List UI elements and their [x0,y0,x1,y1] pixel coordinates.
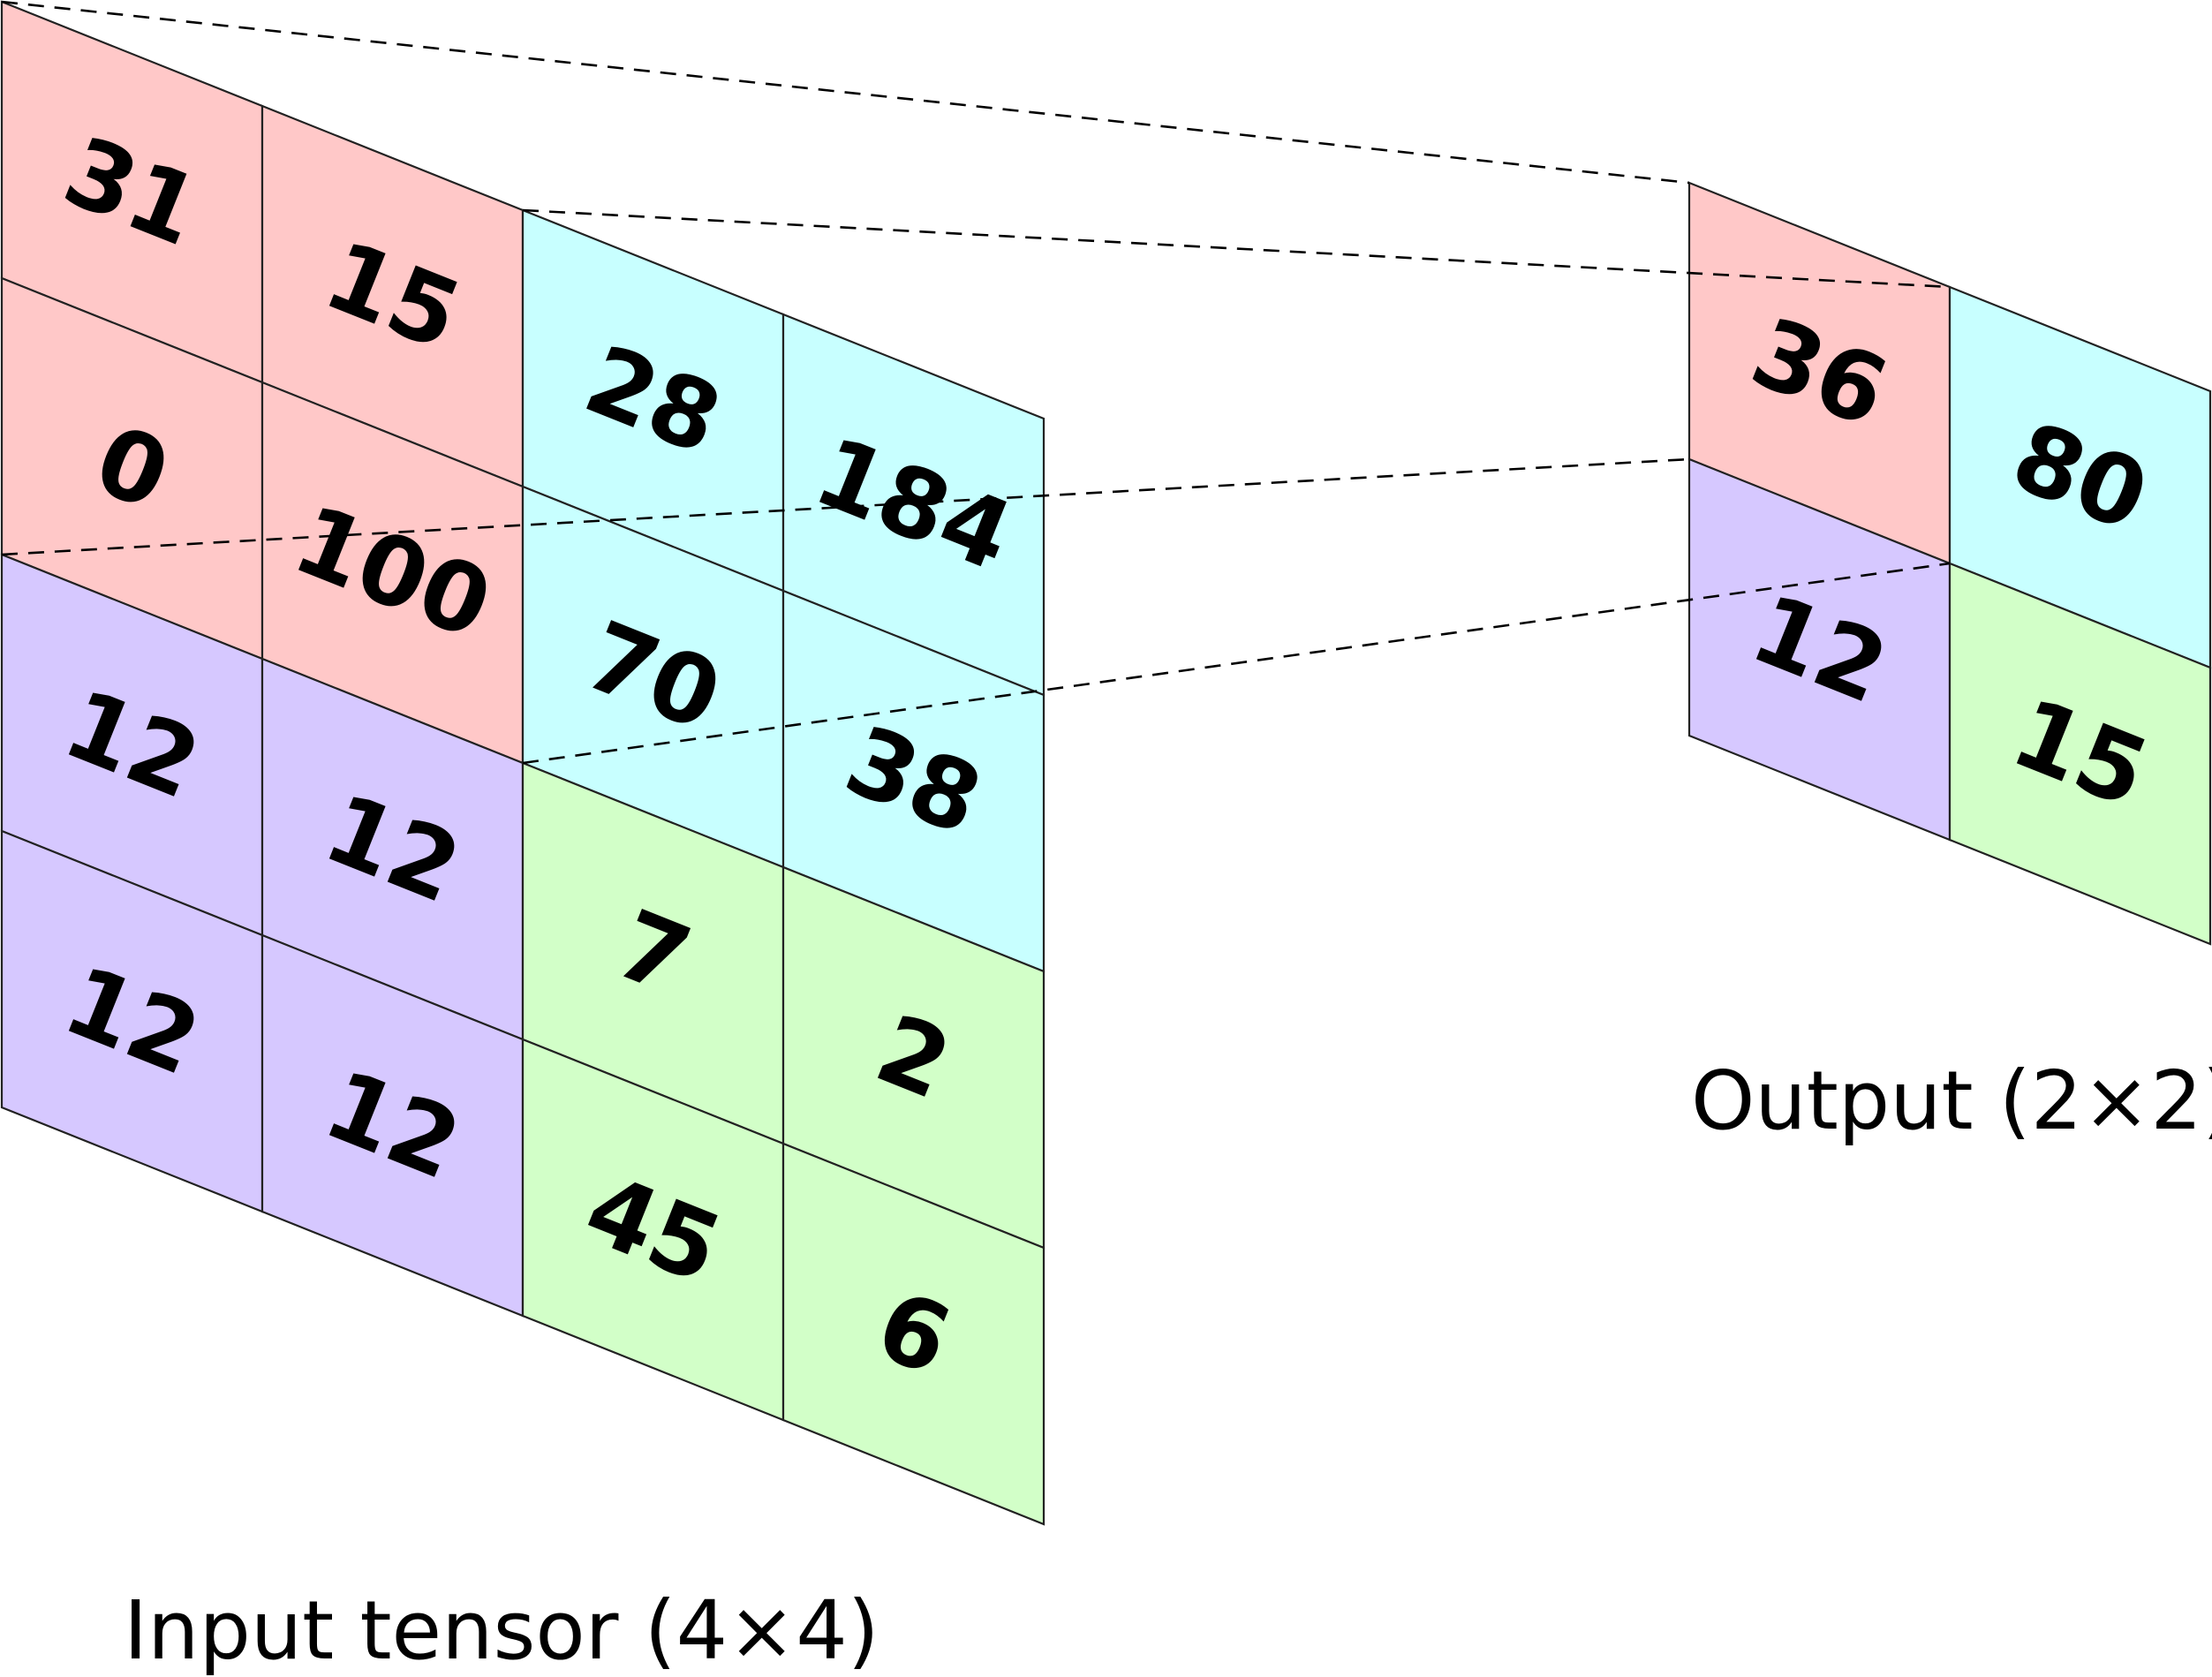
output-grid [1687,181,2212,946]
input-tensor-grid [0,0,1046,1526]
output-cell-r2c2 [1948,562,2212,946]
input-caption: Input tensor (4×4) [124,1583,880,1677]
projection-lines [1,0,1951,765]
guide-mid-right [522,562,1951,765]
output-caption: Output (2×2) [1691,1054,2212,1148]
input-cell-r4c4 [781,1142,1046,1526]
guide-mid-left [1,457,1690,556]
guide-top-left [1,0,1690,185]
